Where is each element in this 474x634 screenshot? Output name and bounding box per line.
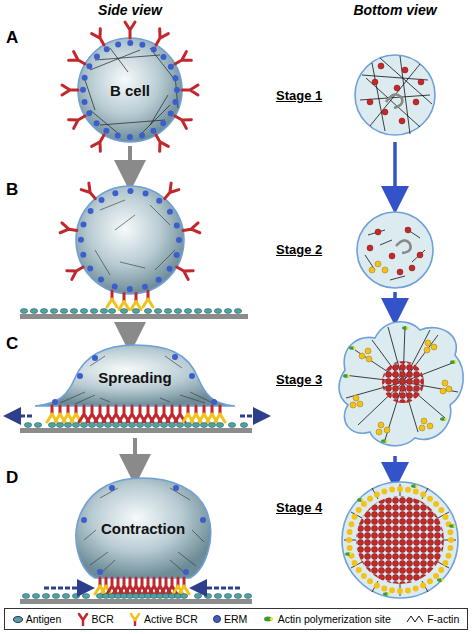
panel-letter: C bbox=[6, 334, 18, 354]
legend-item: Antigen bbox=[13, 613, 62, 625]
legend-text: Active BCR bbox=[144, 613, 198, 625]
cell-label: B cell bbox=[110, 82, 150, 99]
panel-letter: B bbox=[6, 180, 18, 200]
legend-sample bbox=[406, 614, 427, 624]
legend-text: F-actin bbox=[427, 613, 459, 625]
legend-text: Antigen bbox=[26, 613, 62, 625]
legend-sample bbox=[129, 612, 141, 626]
panel-letter: D bbox=[6, 468, 18, 488]
legend-sample bbox=[129, 612, 144, 626]
legend-swatch bbox=[213, 615, 221, 623]
cell-body: Contraction bbox=[97, 518, 189, 539]
cell-body: B cell bbox=[106, 80, 154, 101]
cell-label: Contraction bbox=[101, 520, 185, 537]
legend-sample bbox=[263, 614, 275, 624]
legend-text: ERM bbox=[224, 613, 247, 625]
legend-item: ERM bbox=[213, 613, 247, 625]
legend-sample bbox=[263, 614, 278, 624]
legend-text: Actin polymerization site bbox=[278, 613, 391, 625]
legend-item: BCR bbox=[77, 612, 114, 626]
stage-label: Stage 2 bbox=[276, 242, 322, 257]
legend-item: Active BCR bbox=[129, 612, 198, 626]
stage-label: Stage 4 bbox=[276, 500, 322, 515]
cell-label: Spreading bbox=[98, 369, 171, 386]
legend-item: Actin polymerization site bbox=[263, 613, 391, 625]
legend-item: F-actin bbox=[406, 613, 459, 625]
legend-text: BCR bbox=[92, 613, 114, 625]
panel-letter: A bbox=[6, 28, 18, 48]
cell-body: Spreading bbox=[94, 367, 175, 388]
legend-sample bbox=[77, 612, 92, 626]
legend-swatch bbox=[13, 616, 23, 623]
stage-label: Stage 1 bbox=[276, 88, 322, 103]
legend-sample bbox=[406, 614, 424, 624]
view-heading: Bottom view bbox=[353, 2, 436, 18]
legend-box: Antigen BCR Active BCR ERM Actin polymerizat… bbox=[4, 608, 468, 630]
legend-sample bbox=[77, 612, 89, 626]
view-heading: Side view bbox=[98, 2, 162, 18]
stage-label: Stage 3 bbox=[276, 372, 322, 387]
